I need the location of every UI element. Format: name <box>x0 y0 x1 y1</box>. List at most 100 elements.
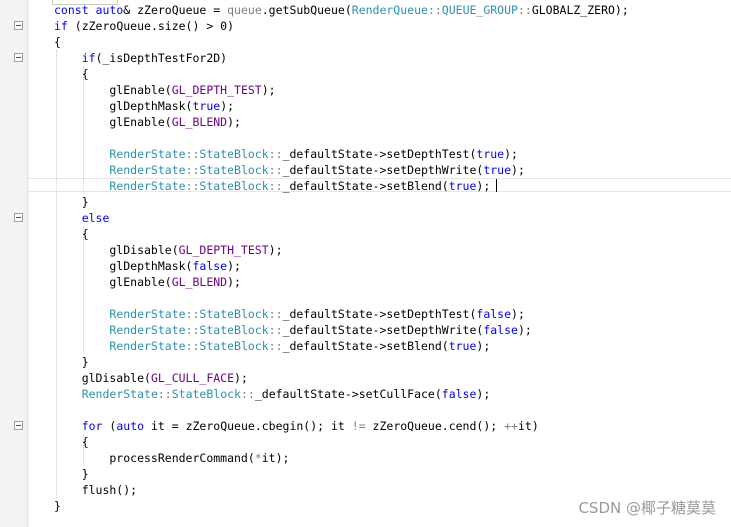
code-token: zZeroQueue.cend(); <box>365 419 505 433</box>
current-line-highlight <box>26 178 731 192</box>
code-line[interactable]: RenderState::StateBlock::_defaultState->… <box>54 146 518 162</box>
code-token: ++ <box>504 419 518 433</box>
code-token: auto <box>116 419 145 433</box>
code-token: :: <box>427 3 442 17</box>
code-token: ); <box>504 147 518 161</box>
code-line[interactable]: } <box>54 498 61 514</box>
code-token: ); <box>476 339 491 353</box>
code-token: } <box>54 355 89 369</box>
code-line[interactable]: } <box>54 194 89 210</box>
code-token: (zZeroQueue.size() > 0) <box>67 19 235 33</box>
code-line[interactable]: } <box>54 466 89 482</box>
code-token: glDepthMask( <box>54 259 193 273</box>
code-token: glEnable( <box>54 83 172 97</box>
code-line[interactable]: { <box>54 66 89 82</box>
code-token: RenderState <box>109 307 186 321</box>
indent-guide <box>83 226 84 354</box>
code-token <box>54 307 109 321</box>
fold-toggle-icon[interactable] <box>14 213 23 222</box>
code-token: false <box>483 323 518 337</box>
change-tracking-bar <box>26 0 29 527</box>
code-token: if <box>54 19 68 33</box>
code-token: :: <box>157 387 172 401</box>
code-line[interactable]: glEnable(GL_BLEND); <box>54 114 241 130</box>
code-token: & zZeroQueue = <box>123 3 228 17</box>
code-line[interactable]: for (auto it = zZeroQueue.cbegin(); it !… <box>54 418 539 434</box>
code-token: :: <box>517 3 532 17</box>
code-token: :: <box>268 163 283 177</box>
code-line[interactable]: processRenderCommand(*it); <box>54 450 289 466</box>
code-token: processRenderCommand( <box>54 451 255 465</box>
code-line[interactable]: glDisable(GL_CULL_FACE); <box>54 370 248 386</box>
code-token <box>54 419 82 433</box>
code-token: GL_CULL_FACE <box>150 371 235 385</box>
code-token: _defaultState->setDepthWrite( <box>282 323 484 337</box>
code-token: it); <box>261 451 290 465</box>
code-line[interactable]: RenderState::StateBlock::_defaultState->… <box>54 386 491 402</box>
code-line[interactable]: glDisable(GL_DEPTH_TEST); <box>54 242 282 258</box>
indent-guide <box>83 66 84 194</box>
code-token: (_isDepthTestFor2D) <box>95 51 228 65</box>
code-token <box>89 3 96 17</box>
code-token: _defaultState->setCullFace( <box>254 387 442 401</box>
code-line[interactable]: RenderState::StateBlock::_defaultState->… <box>54 322 531 338</box>
code-token: const <box>54 3 89 17</box>
code-token: :: <box>268 307 283 321</box>
code-token <box>54 179 109 193</box>
code-token: RenderState <box>109 179 186 193</box>
fold-toggle-icon[interactable] <box>14 21 23 30</box>
watermark: CSDN @椰子糖莫莫 <box>578 499 716 517</box>
code-token: :: <box>268 339 283 353</box>
code-line[interactable]: else <box>54 210 110 226</box>
code-token: :: <box>185 163 200 177</box>
fold-toggle-icon[interactable] <box>14 53 23 62</box>
code-token: ); <box>476 387 491 401</box>
code-token: } <box>54 195 89 209</box>
code-line[interactable]: if (zZeroQueue.size() > 0) <box>54 18 234 34</box>
code-token <box>54 323 109 337</box>
code-token: StateBlock <box>199 339 269 353</box>
code-line[interactable]: flush(); <box>54 482 137 498</box>
code-token <box>54 163 109 177</box>
code-token: GL_BLEND <box>171 115 228 129</box>
code-line[interactable]: glEnable(GL_BLEND); <box>54 274 241 290</box>
code-token: } <box>54 499 61 513</box>
code-token: :: <box>185 179 200 193</box>
code-line[interactable]: const auto& zZeroQueue = queue.getSubQue… <box>54 2 629 18</box>
code-line[interactable]: { <box>54 434 89 450</box>
code-line[interactable]: { <box>54 34 61 50</box>
code-token: :: <box>185 147 200 161</box>
code-token: glDisable( <box>54 243 179 257</box>
code-token: RenderState <box>109 163 186 177</box>
code-token: :: <box>268 179 283 193</box>
code-token: RenderState <box>109 323 186 337</box>
code-token: GLOBALZ_ZERO); <box>531 3 629 17</box>
code-line[interactable]: RenderState::StateBlock::_defaultState->… <box>54 338 490 354</box>
code-token <box>54 339 109 353</box>
code-line[interactable]: if(_isDepthTestFor2D) <box>54 50 227 66</box>
code-line[interactable]: RenderState::StateBlock::_defaultState->… <box>54 162 525 178</box>
code-line[interactable]: glDepthMask(true); <box>54 98 234 114</box>
code-line[interactable]: { <box>54 226 89 242</box>
code-token <box>54 147 109 161</box>
code-token: GL_BLEND <box>171 275 228 289</box>
code-line[interactable]: glDepthMask(false); <box>54 258 241 274</box>
code-token <box>54 211 82 225</box>
code-token: true <box>476 147 505 161</box>
fold-toggle-icon[interactable] <box>14 421 23 430</box>
code-token: :: <box>185 323 200 337</box>
code-token: :: <box>185 339 200 353</box>
code-token: glEnable( <box>54 115 172 129</box>
code-line[interactable]: RenderState::StateBlock::_defaultState->… <box>54 306 525 322</box>
code-token: ); <box>227 275 241 289</box>
code-line[interactable]: } <box>54 354 89 370</box>
code-token: StateBlock <box>199 147 269 161</box>
code-token: StateBlock <box>199 307 269 321</box>
code-token: flush(); <box>54 483 138 497</box>
code-token: != <box>351 419 366 433</box>
code-token: RenderState <box>109 147 186 161</box>
code-token: it = zZeroQueue.cbegin(); it <box>144 419 352 433</box>
code-line[interactable]: RenderState::StateBlock::_defaultState->… <box>54 178 490 194</box>
code-line[interactable]: glEnable(GL_DEPTH_TEST); <box>54 82 275 98</box>
